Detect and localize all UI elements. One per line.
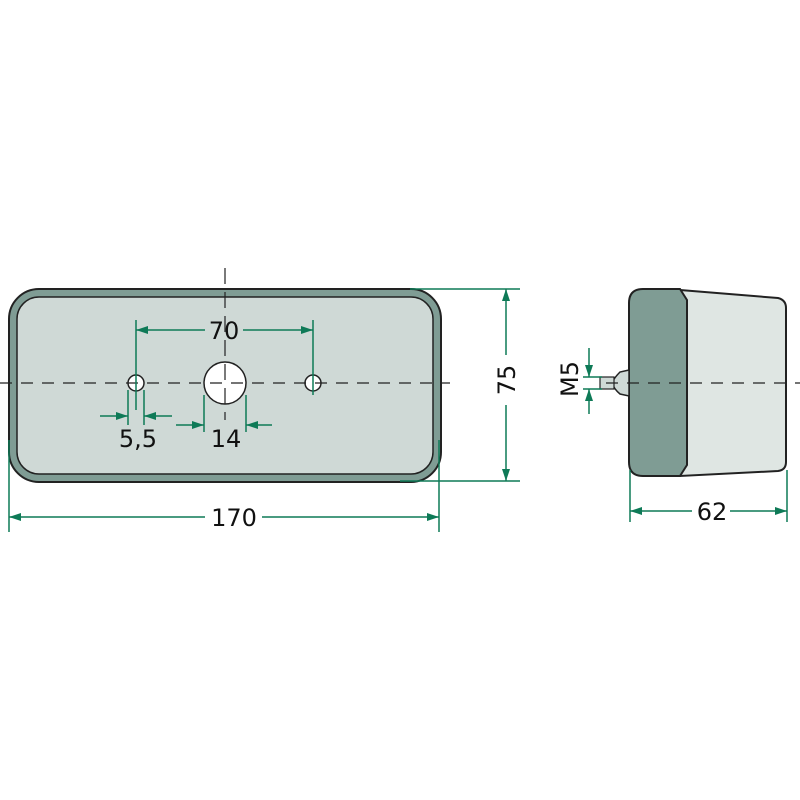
hole-spacing-dimension [135, 320, 314, 410]
small-hole-dimension [100, 390, 172, 425]
front-view: 70 5,5 14 170 [0, 268, 521, 532]
side-view: M5 62 [556, 288, 800, 526]
center-hole-dimension [176, 395, 272, 432]
thread-dimension [583, 348, 602, 414]
depth-dimension [629, 470, 788, 522]
overall-height-dimension [400, 288, 520, 482]
overall-width-dimension [8, 440, 440, 532]
overall-width-label: 170 [211, 504, 257, 532]
depth-label: 62 [697, 498, 728, 526]
thread-size-label: M5 [556, 361, 584, 397]
overall-height-label: 75 [493, 365, 521, 396]
small-hole-label: 5,5 [119, 425, 157, 453]
hole-spacing-label: 70 [209, 317, 240, 345]
center-hole-label: 14 [211, 425, 242, 453]
